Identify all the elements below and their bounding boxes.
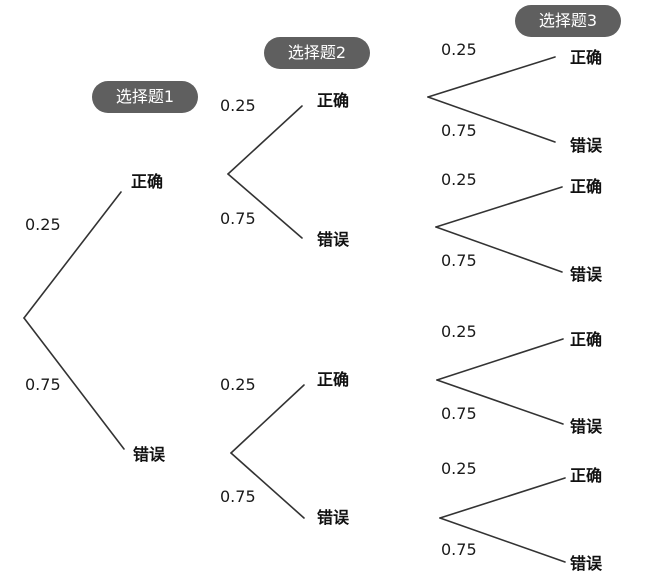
question-1-header: 选择题1 [92, 81, 198, 113]
branch-q3b-wrong [435, 226, 563, 273]
branch-q1-wrong [23, 317, 125, 450]
q3b-correct-probability: 0.25 [441, 170, 477, 189]
q3c-wrong-probability: 0.75 [441, 404, 477, 423]
branch-q3d-wrong [439, 517, 566, 563]
q3c-correct-probability: 0.25 [441, 322, 477, 341]
branch-q3c-correct [436, 338, 564, 381]
q2a-correct-label: 正确 [317, 91, 350, 110]
branch-q1-correct [23, 191, 122, 319]
q3a-wrong-label: 错误 [570, 136, 603, 155]
branch-q2a-correct [227, 105, 303, 175]
q1-wrong-label: 错误 [133, 445, 166, 464]
q3a-correct-label: 正确 [570, 48, 603, 67]
branch-q3b-correct [435, 186, 563, 228]
q1-correct-probability: 0.25 [25, 215, 61, 234]
q2b-correct-label: 正确 [317, 370, 350, 389]
branch-q2b-correct [230, 384, 305, 454]
q3b-correct-label: 正确 [570, 177, 603, 196]
q2a-correct-probability: 0.25 [220, 96, 256, 115]
branch-q2a-wrong [227, 173, 303, 239]
question-3-header: 选择题3 [515, 5, 621, 37]
branch-q3a-wrong [427, 96, 556, 143]
q2a-wrong-label: 错误 [317, 230, 350, 249]
q3c-correct-label: 正确 [570, 330, 603, 349]
q3c-wrong-label: 错误 [570, 417, 603, 436]
branch-q3a-correct [427, 56, 556, 98]
question-2-header: 选择题2 [264, 37, 370, 69]
q3a-wrong-probability: 0.75 [441, 121, 477, 140]
q3d-wrong-probability: 0.75 [441, 540, 477, 559]
q3b-wrong-label: 错误 [570, 265, 603, 284]
q3a-correct-probability: 0.25 [441, 40, 477, 59]
q1-wrong-probability: 0.75 [25, 375, 61, 394]
q3b-wrong-probability: 0.75 [441, 251, 477, 270]
q2b-wrong-label: 错误 [317, 508, 350, 527]
branch-q3d-correct [439, 477, 566, 519]
q3d-correct-probability: 0.25 [441, 459, 477, 478]
branch-q3c-wrong [436, 379, 564, 425]
q2b-wrong-probability: 0.75 [220, 487, 256, 506]
q1-correct-label: 正确 [131, 172, 164, 191]
q2a-wrong-probability: 0.75 [220, 209, 256, 228]
branch-q2b-wrong [230, 452, 305, 519]
q3d-correct-label: 正确 [570, 466, 603, 485]
q3d-wrong-label: 错误 [570, 554, 603, 573]
q2b-correct-probability: 0.25 [220, 375, 256, 394]
